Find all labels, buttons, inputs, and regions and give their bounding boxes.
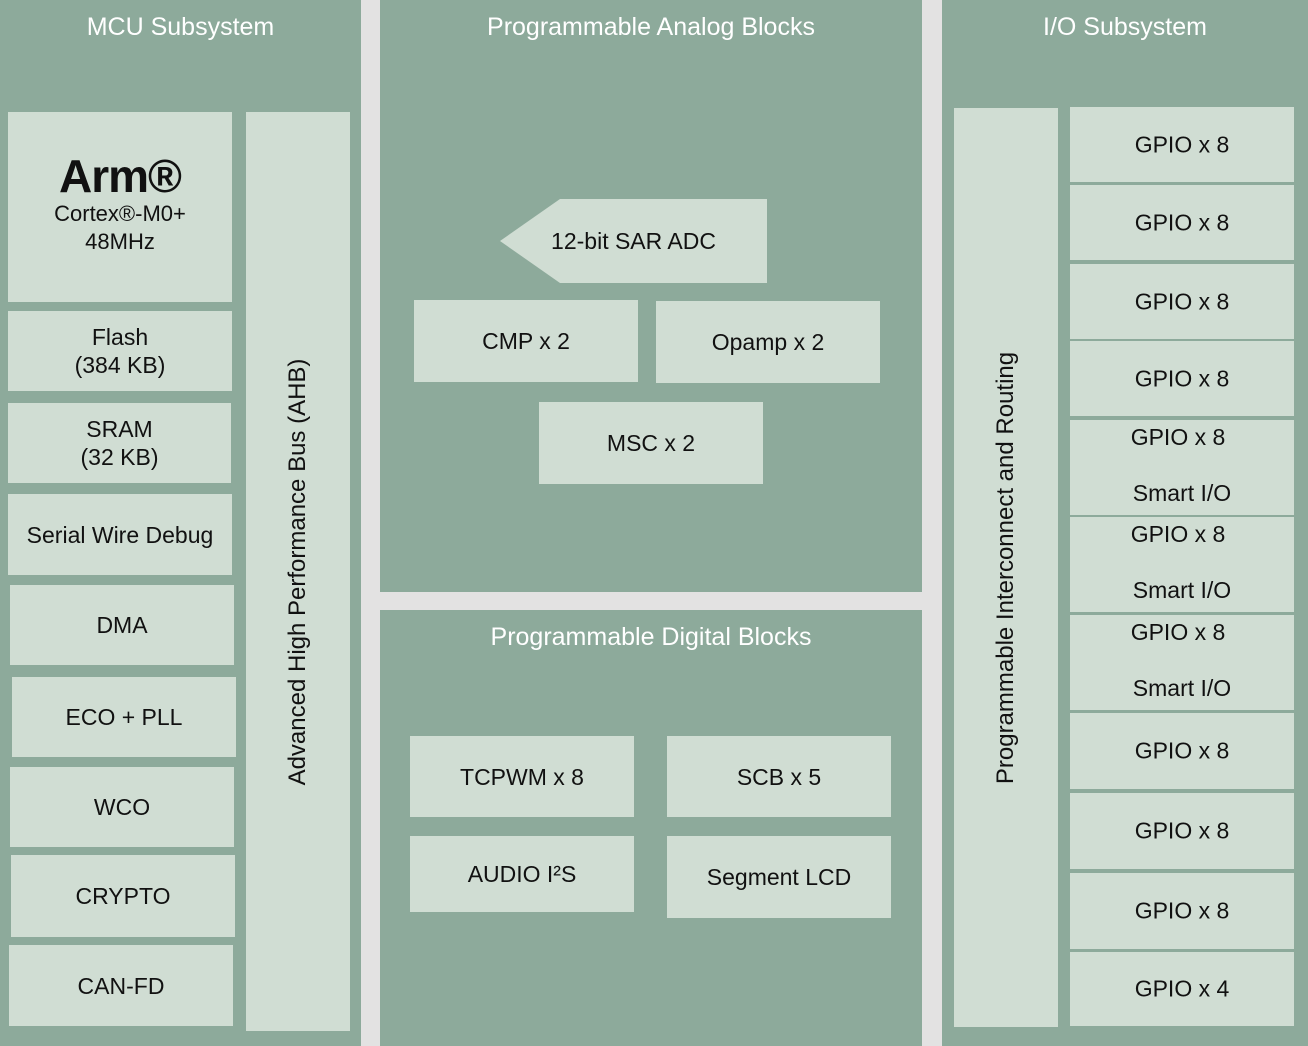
tcpwm-block: TCPWM x 8 (410, 736, 634, 817)
flash-block: Flash (384 KB) (8, 311, 232, 391)
sram-label: SRAM (86, 416, 153, 442)
gpio-label: GPIO x 4 (1134, 975, 1230, 1002)
interconnect-routing-block: Programmable Interconnect and Routing (954, 108, 1058, 1027)
mcu-subsystem-panel: MCU Subsystem Arm® Cortex®-M0+ 48MHz Fla… (0, 0, 361, 1046)
smart-io-label: Smart I/O (1132, 577, 1232, 603)
ahb-bus-block: Advanced High Performance Bus (AHB) (246, 112, 350, 1031)
gpio-block: GPIO x 8 (1070, 107, 1294, 182)
gpio-label: GPIO x 8 (1130, 619, 1226, 645)
io-subsystem-panel: I/O Subsystem Programmable Interconnect … (942, 0, 1308, 1046)
gpio-block: GPIO x 8 (1070, 264, 1294, 339)
adc-label: 12-bit SAR ADC (551, 228, 716, 254)
arm-logo: Arm® (59, 150, 182, 202)
analog-blocks-panel: Programmable Analog Blocks 12-bit SAR AD… (380, 0, 922, 592)
gpio-label: GPIO x 8 (1134, 897, 1230, 924)
gpio-label: GPIO x 8 (1130, 424, 1226, 450)
cmp-block: CMP x 2 (414, 300, 638, 382)
gpio-label: GPIO x 8 (1134, 131, 1230, 157)
gpio-block: GPIO x 8 Smart I/O (1070, 420, 1294, 515)
dma-block: DMA (10, 585, 234, 665)
cpu-core-label: Cortex®-M0+ (54, 201, 186, 226)
digital-blocks-panel: Programmable Digital Blocks TCPWM x 8 SC… (380, 610, 922, 1046)
flash-size: (384 KB) (74, 352, 166, 378)
segment-lcd-block: Segment LCD (667, 836, 891, 918)
crypto-block: CRYPTO (11, 855, 235, 937)
wco-block: WCO (10, 767, 234, 847)
gpio-label: GPIO x 8 (1134, 817, 1230, 844)
scb-block: SCB x 5 (667, 736, 891, 817)
gpio-label: GPIO x 8 (1134, 737, 1230, 764)
cpu-block: Arm® Cortex®-M0+ 48MHz (8, 112, 232, 302)
gpio-label: GPIO x 8 (1134, 288, 1230, 314)
digital-blocks-title: Programmable Digital Blocks (490, 623, 812, 651)
gpio-block: GPIO x 8 (1070, 873, 1294, 949)
gpio-block: GPIO x 8 Smart I/O (1070, 615, 1294, 710)
sram-block: SRAM (32 KB) (8, 403, 231, 483)
eco-pll-block: ECO + PLL (12, 677, 236, 757)
sram-size: (32 KB) (80, 444, 159, 470)
gpio-block: GPIO x 4 (1070, 952, 1294, 1026)
gpio-block: GPIO x 8 (1070, 185, 1294, 260)
cpu-frequency-label: 48MHz (85, 229, 155, 254)
gpio-block: GPIO x 8 (1070, 793, 1294, 869)
flash-label: Flash (91, 324, 149, 350)
gpio-label: GPIO x 8 (1130, 521, 1226, 547)
interconnect-routing-label: Programmable Interconnect and Routing (992, 351, 1019, 784)
adc-arrow-shape (500, 199, 767, 283)
ahb-bus-label: Advanced High Performance Bus (AHB) (284, 358, 311, 785)
can-fd-block: CAN-FD (9, 945, 233, 1026)
analog-blocks-title: Programmable Analog Blocks (487, 13, 815, 41)
gpio-block: GPIO x 8 (1070, 341, 1294, 416)
audio-i2s-block: AUDIO I²S (410, 836, 634, 912)
io-subsystem-title: I/O Subsystem (1043, 13, 1207, 41)
smart-io-label: Smart I/O (1132, 675, 1232, 701)
smart-io-label: Smart I/O (1132, 480, 1232, 506)
mcu-subsystem-title: MCU Subsystem (86, 13, 275, 41)
opamp-block: Opamp x 2 (656, 301, 880, 383)
gpio-block: GPIO x 8 (1070, 713, 1294, 789)
msc-block: MSC x 2 (539, 402, 763, 484)
gpio-label: GPIO x 8 (1134, 209, 1230, 235)
gpio-block: GPIO x 8 Smart I/O (1070, 517, 1294, 612)
serial-wire-debug-block: Serial Wire Debug (8, 494, 232, 575)
gpio-label: GPIO x 8 (1134, 365, 1230, 391)
